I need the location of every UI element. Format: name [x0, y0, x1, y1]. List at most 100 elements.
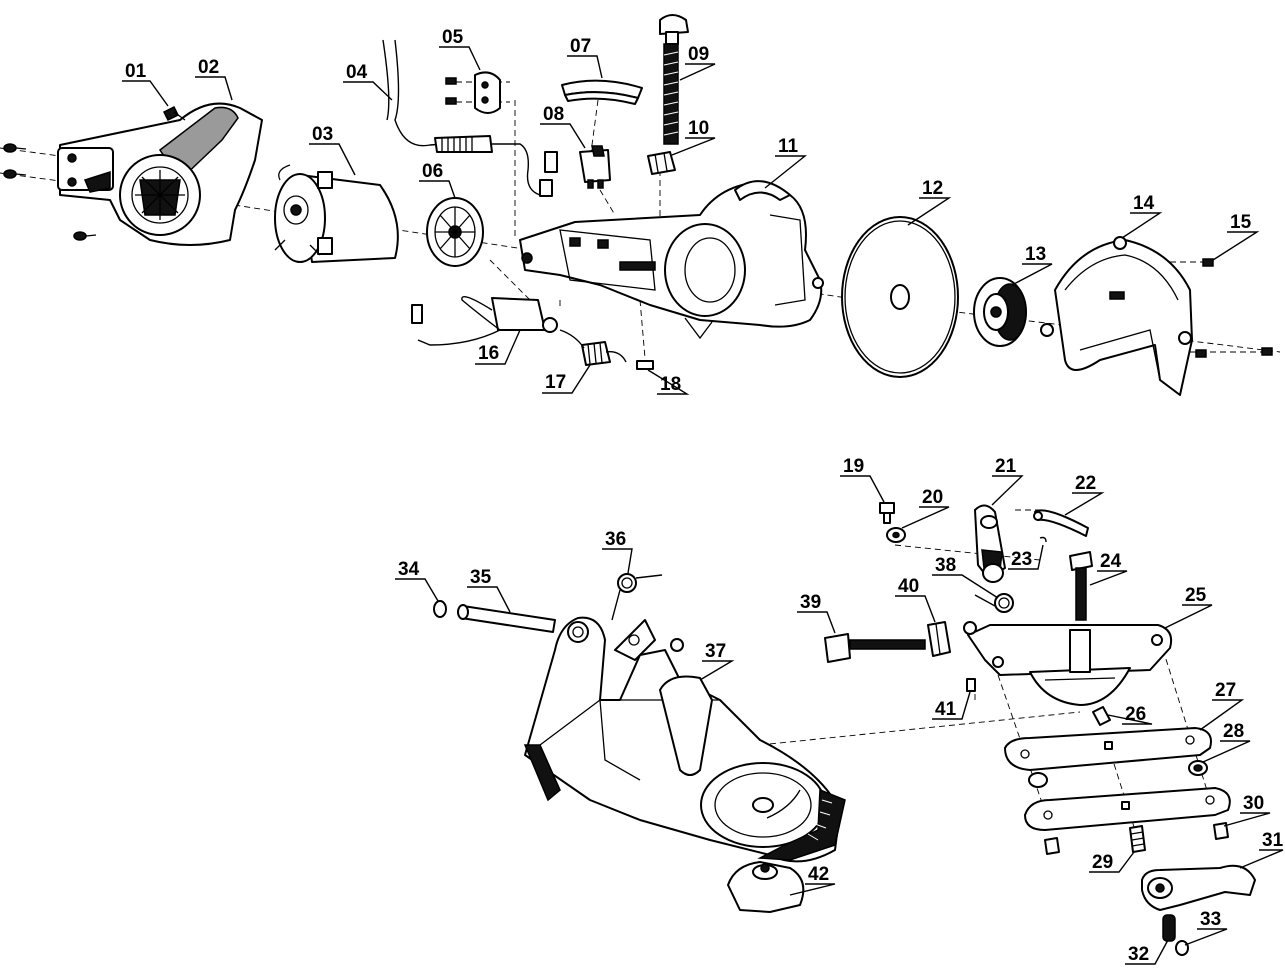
- base: [523, 616, 846, 863]
- svg-text:21: 21: [995, 456, 1017, 477]
- label-22: 22: [1064, 473, 1105, 516]
- svg-text:24: 24: [1100, 551, 1122, 572]
- label-35: 35: [467, 567, 511, 613]
- svg-text:14: 14: [1133, 193, 1155, 214]
- assembly-lines-bottom: [759, 509, 1211, 831]
- spring-clip-22: [1033, 509, 1089, 537]
- svg-text:09: 09: [688, 44, 709, 65]
- flange: [973, 277, 1027, 347]
- switch-cover: [561, 79, 643, 105]
- label-25: 25: [1164, 585, 1213, 629]
- svg-text:01: 01: [125, 61, 147, 82]
- label-39: 39: [797, 592, 836, 634]
- nut-base: [670, 638, 684, 652]
- clip-23: [1039, 536, 1047, 543]
- svg-text:39: 39: [800, 592, 821, 613]
- svg-text:25: 25: [1185, 585, 1207, 606]
- svg-text:22: 22: [1075, 473, 1096, 494]
- svg-text:19: 19: [843, 456, 864, 477]
- svg-text:13: 13: [1025, 244, 1046, 265]
- label-36: 36: [602, 529, 633, 574]
- label-20: 20: [901, 487, 950, 529]
- svg-text:02: 02: [198, 57, 219, 78]
- label-11: 11: [764, 136, 807, 189]
- svg-text:06: 06: [422, 161, 443, 182]
- svg-text:28: 28: [1223, 721, 1244, 742]
- label-40: 40: [895, 576, 936, 623]
- screw-01: [162, 105, 186, 122]
- svg-text:20: 20: [922, 487, 943, 508]
- svg-text:04: 04: [346, 62, 368, 83]
- label-02: 02: [195, 57, 233, 101]
- label-34: 34: [395, 559, 439, 602]
- label-29: 29: [1089, 851, 1135, 873]
- handle-31: [1141, 864, 1256, 911]
- label-05: 05: [439, 27, 481, 71]
- svg-text:29: 29: [1092, 852, 1113, 873]
- label-09: 09: [679, 44, 716, 81]
- svg-text:27: 27: [1215, 680, 1236, 701]
- knob-42: [727, 861, 805, 913]
- washer-28: [1188, 760, 1208, 776]
- svg-text:17: 17: [545, 372, 566, 393]
- screws-15: [1195, 258, 1273, 358]
- label-12: 12: [907, 178, 952, 226]
- svg-text:34: 34: [398, 559, 420, 580]
- adjusting-screw: [659, 14, 689, 145]
- label-42: 42: [789, 864, 836, 896]
- bolt-19: [879, 502, 895, 524]
- screw-26: [1092, 706, 1111, 726]
- svg-text:16: 16: [478, 343, 499, 364]
- svg-text:33: 33: [1200, 909, 1221, 930]
- label-03: 03: [309, 124, 356, 176]
- spring-36: [611, 573, 663, 621]
- part-18: [636, 360, 654, 370]
- cap-33: [1175, 940, 1189, 956]
- ring-34: [433, 600, 447, 618]
- disc-guard: [1040, 236, 1193, 396]
- threaded-pin-29: [1129, 825, 1146, 853]
- handle-cover: [57, 102, 263, 246]
- label-18: 18: [647, 369, 690, 395]
- nut-40: [927, 621, 951, 657]
- label-38: 38: [932, 555, 999, 599]
- svg-text:38: 38: [935, 555, 956, 576]
- label-01: 01: [122, 61, 169, 107]
- spring-32: [1162, 914, 1176, 942]
- cable-clamp: [445, 71, 501, 114]
- svg-text:03: 03: [312, 124, 333, 145]
- svg-text:41: 41: [935, 699, 957, 720]
- label-06: 06: [419, 161, 456, 199]
- label-24: 24: [1089, 551, 1128, 586]
- plate-27: [1004, 727, 1212, 771]
- label-17: 17: [542, 364, 591, 394]
- label-04: 04: [343, 62, 393, 101]
- svg-text:05: 05: [442, 27, 464, 48]
- svg-text:07: 07: [570, 36, 591, 57]
- svg-text:12: 12: [922, 178, 943, 199]
- label-13: 13: [1011, 244, 1053, 286]
- grinding-disc: [841, 216, 959, 378]
- motor: [274, 164, 399, 263]
- svg-text:08: 08: [543, 104, 564, 125]
- screw-39: [824, 633, 926, 663]
- label-41: 41: [932, 691, 971, 720]
- label-27: 27: [1199, 680, 1245, 731]
- lever-21: [974, 504, 1006, 583]
- svg-text:32: 32: [1128, 944, 1149, 965]
- capacitor: [411, 296, 558, 346]
- label-10: 10: [671, 118, 716, 156]
- fan: [426, 197, 484, 267]
- connector-17: [559, 329, 627, 366]
- label-21: 21: [991, 456, 1024, 506]
- label-16: 16: [475, 329, 521, 365]
- svg-text:36: 36: [605, 529, 626, 550]
- label-19: 19: [840, 456, 885, 503]
- label-07: 07: [567, 36, 603, 79]
- svg-text:11: 11: [778, 136, 799, 157]
- part-41: [966, 678, 976, 692]
- label-14: 14: [1121, 193, 1163, 239]
- svg-text:30: 30: [1243, 793, 1264, 814]
- nut-10: [647, 151, 676, 175]
